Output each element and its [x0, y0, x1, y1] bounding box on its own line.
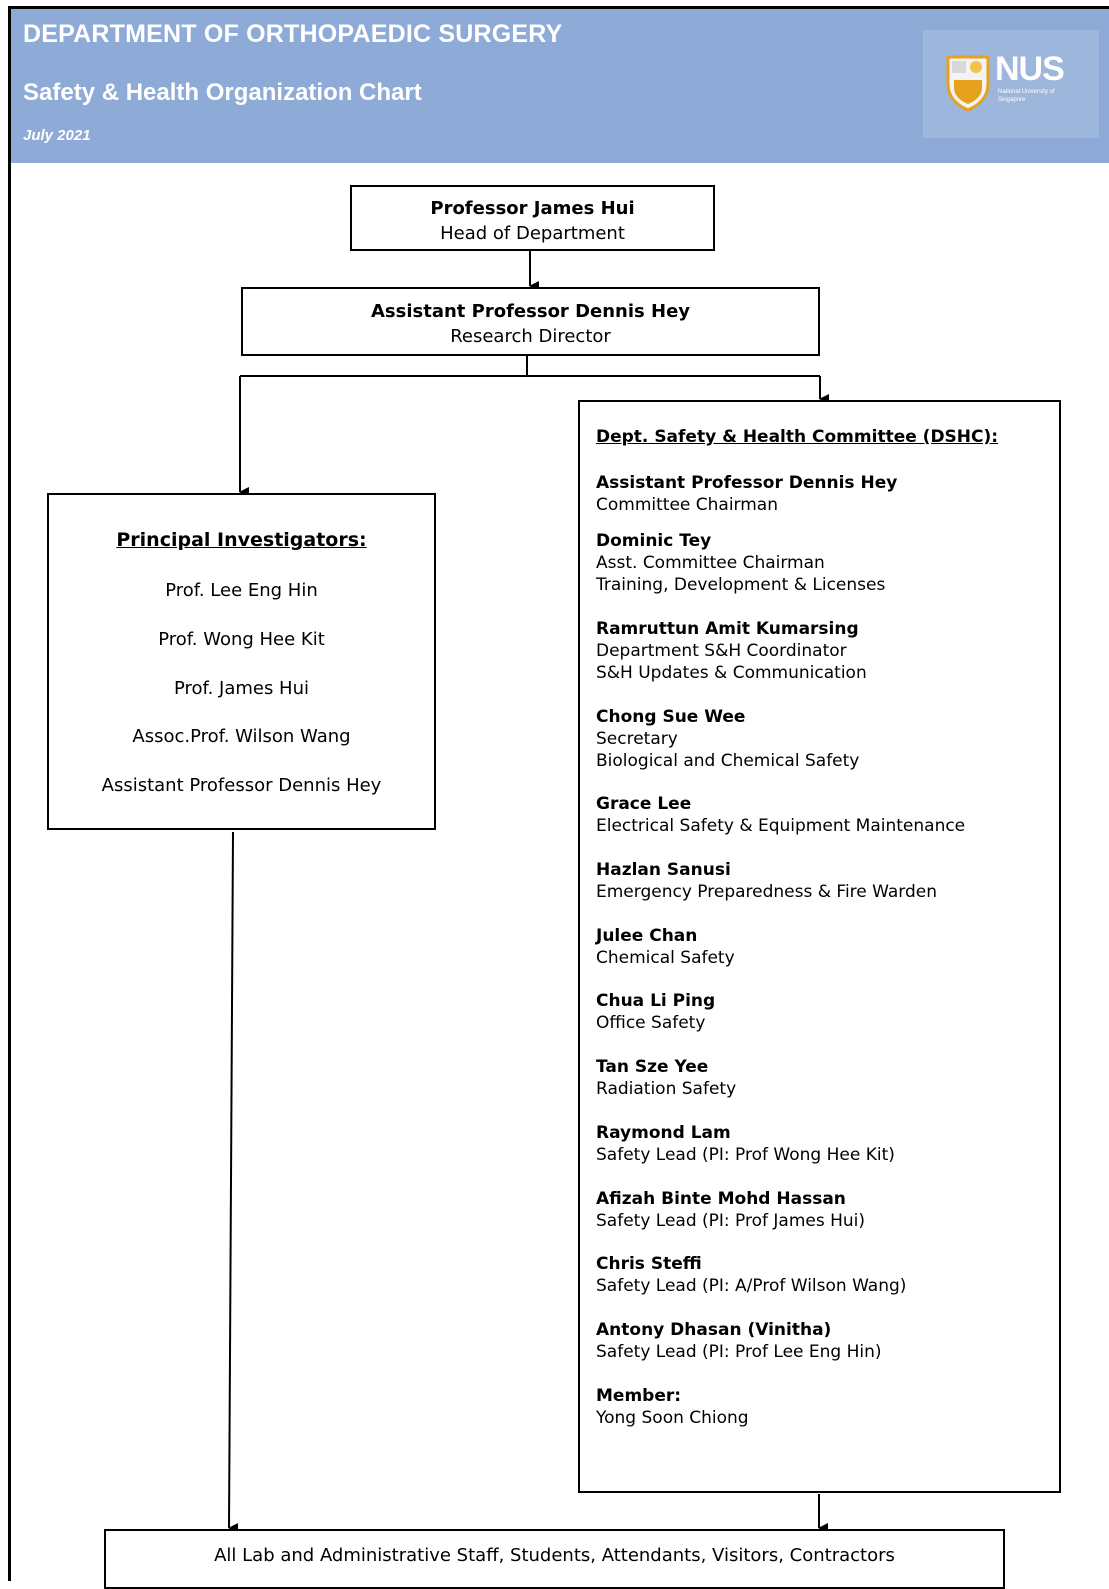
committee-member: Tan Sze Yee Radiation Safety [596, 1056, 736, 1100]
pi-item: Prof. Lee Eng Hin [165, 580, 318, 601]
committee-member: Hazlan Sanusi Emergency Preparedness & F… [596, 859, 937, 903]
committee-member: Chris Steffi Safety Lead (PI: A/Prof Wil… [596, 1253, 906, 1297]
arrow-pi-to-staff [228, 831, 239, 1534]
member-role: Radiation Safety [596, 1079, 737, 1099]
member-name: Antony Dhasan (Vinitha) [596, 1320, 832, 1340]
member-role: Safety Lead (PI: Prof Lee Eng Hin) [596, 1342, 882, 1362]
chart-date: July 2021 [23, 127, 91, 144]
head-of-department-box: Professor James Hui Head of Department [350, 185, 715, 251]
department-title: DEPARTMENT OF ORTHOPAEDIC SURGERY [23, 20, 563, 48]
member-name: Afizah Binte Mohd Hassan [596, 1189, 846, 1209]
director-name: Assistant Professor Dennis Hey [370, 301, 691, 322]
committee-member: Ramruttun Amit Kumarsing Department S&H … [596, 618, 867, 684]
member-name: Dominic Tey [596, 531, 712, 551]
member-role: Safety Lead (PI: Prof James Hui) [596, 1211, 866, 1231]
director-role: Research Director [450, 326, 611, 347]
pi-item: Assoc.Prof. Wilson Wang [132, 726, 351, 747]
committee-member: Julee Chan Chemical Safety [596, 925, 735, 969]
member-role: Department S&H Coordinator [596, 641, 847, 661]
committee-member: Raymond Lam Safety Lead (PI: Prof Wong H… [596, 1122, 895, 1166]
member-name: Assistant Professor Dennis Hey [596, 473, 898, 493]
nus-crest-icon [946, 55, 990, 112]
committee-member: Dominic Tey Asst. Committee Chairman Tra… [596, 530, 885, 596]
header-banner: DEPARTMENT OF ORTHOPAEDIC SURGERY Safety… [11, 9, 1109, 163]
logo-wordmark: NUS [995, 50, 1065, 88]
member-name: Ramruttun Amit Kumarsing [596, 619, 859, 639]
logo-subtext: National University of Singapore [998, 89, 1055, 103]
nus-logo: NUS National University of Singapore [923, 30, 1099, 138]
pi-item: Prof. James Hui [173, 678, 310, 699]
member-name: Hazlan Sanusi [596, 860, 731, 880]
committee-member: Assistant Professor Dennis Hey Committee… [596, 472, 897, 516]
member-name: Julee Chan [596, 926, 698, 946]
member-name: Chong Sue Wee [596, 707, 746, 727]
member-name: Chris Steffi [596, 1254, 702, 1274]
member-role: Asst. Committee Chairman [596, 553, 825, 573]
research-director-box: Assistant Professor Dennis Hey Research … [241, 287, 820, 356]
committee-member: Afizah Binte Mohd Hassan Safety Lead (PI… [596, 1188, 865, 1232]
committee-member: Antony Dhasan (Vinitha) Safety Lead (PI:… [596, 1319, 882, 1363]
member-name: Tan Sze Yee [596, 1057, 709, 1077]
member-role: Committee Chairman [596, 495, 778, 515]
member-role: Training, Development & Licenses [596, 575, 886, 595]
member-role: Office Safety [596, 1013, 706, 1033]
dshc-committee-box: Dept. Safety & Health Committee (DSHC): … [578, 400, 1061, 1493]
member-role: Chemical Safety [596, 948, 735, 968]
member-name: Grace Lee [596, 794, 692, 814]
member-name: Chua Li Ping [596, 991, 716, 1011]
member-role: Biological and Chemical Safety [596, 751, 860, 771]
member-role: Safety Lead (PI: Prof Wong Hee Kit) [596, 1145, 895, 1165]
member-role: S&H Updates & Communication [596, 663, 867, 683]
page-frame [8, 6, 1109, 1581]
pi-item: Assistant Professor Dennis Hey [101, 775, 382, 796]
all-staff-box: All Lab and Administrative Staff, Studen… [104, 1529, 1005, 1589]
principal-investigators-box: Principal Investigators: Prof. Lee Eng H… [47, 493, 436, 830]
committee-member: Chong Sue Wee Secretary Biological and C… [596, 706, 859, 772]
member-role: Safety Lead (PI: A/Prof Wilson Wang) [596, 1276, 907, 1296]
member-name: Raymond Lam [596, 1123, 731, 1143]
chart-title: Safety & Health Organization Chart [23, 79, 422, 106]
pi-title: Principal Investigators: [116, 529, 367, 551]
head-name: Professor James Hui [430, 198, 635, 219]
member-role: Secretary [596, 729, 678, 749]
member-role: Yong Soon Chiong [596, 1408, 749, 1428]
pi-item: Prof. Wong Hee Kit [158, 629, 325, 650]
committee-member: Grace Lee Electrical Safety & Equipment … [596, 793, 965, 837]
head-role: Head of Department [440, 223, 625, 244]
member-role: Emergency Preparedness & Fire Warden [596, 882, 937, 902]
member-role: Electrical Safety & Equipment Maintenanc… [596, 816, 966, 836]
committee-member: Chua Li Ping Office Safety [596, 990, 715, 1034]
member-name: Member: [596, 1386, 682, 1406]
dshc-title: Dept. Safety & Health Committee (DSHC): [596, 427, 999, 447]
committee-member: Member: Yong Soon Chiong [596, 1385, 749, 1429]
